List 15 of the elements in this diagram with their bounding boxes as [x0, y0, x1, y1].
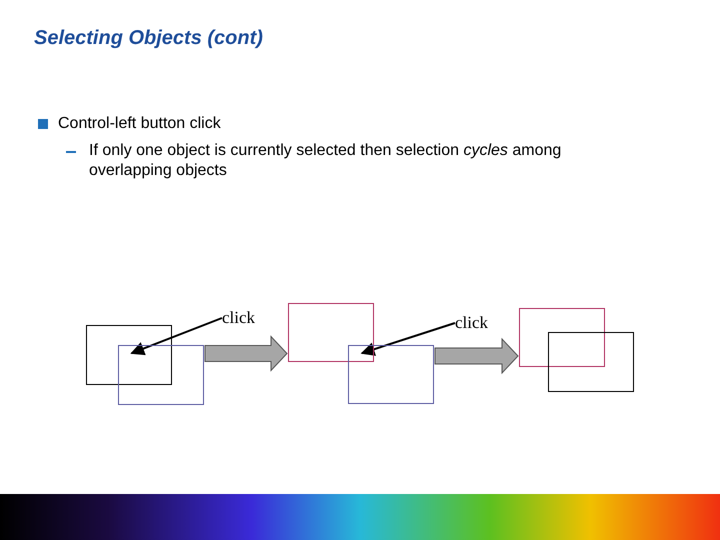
- object-rectangle: [548, 332, 634, 392]
- block-arrow: [204, 335, 288, 372]
- bullet-text: Control-left button click: [58, 114, 221, 134]
- block-arrow: [434, 338, 519, 374]
- object-rectangle: [348, 345, 434, 404]
- object-rectangle: [86, 325, 172, 385]
- leader-arrow: [360, 322, 456, 356]
- object-rectangle: [519, 308, 605, 367]
- object-rectangle: [288, 303, 374, 362]
- sub-bullet-text: If only one object is currently selected then selection cycles among overlapping objects: [89, 141, 562, 181]
- leader-arrow: [130, 317, 222, 356]
- object-rectangle: [118, 345, 204, 405]
- slide-title: Selecting Objects (cont): [34, 27, 263, 50]
- click-label: click: [455, 313, 488, 333]
- click-label: click: [222, 308, 256, 328]
